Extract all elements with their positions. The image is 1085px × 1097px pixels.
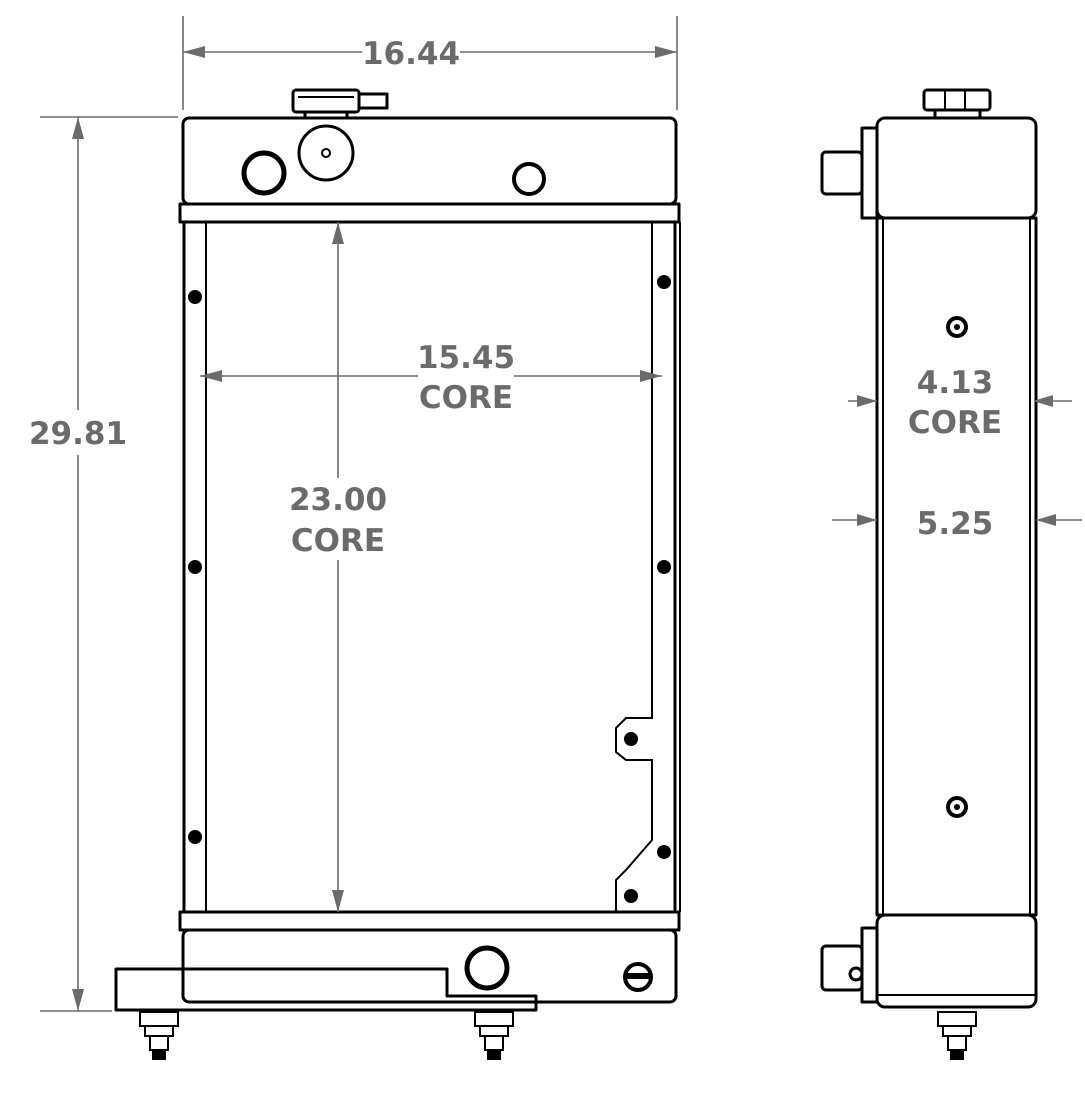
dim-overall-height: 29.81 <box>29 116 178 1012</box>
dim-overall-width: 16.44 <box>182 16 678 110</box>
drain-plug <box>623 962 653 992</box>
side-bolt-upper <box>946 316 968 338</box>
side-mount-isolator <box>937 1011 977 1060</box>
overall-height-value: 29.81 <box>29 416 127 452</box>
side-bolt-lower <box>946 796 968 818</box>
core-height-label: CORE <box>291 523 385 559</box>
side-top-tank <box>875 116 1038 220</box>
mount-isolator-left <box>139 1011 179 1060</box>
core-depth-value: 4.13 <box>917 365 994 401</box>
overall-depth-value: 5.25 <box>917 506 994 542</box>
dim-overall-depth: 5.25 <box>832 506 1082 542</box>
dim-core-depth: 4.13 CORE <box>848 365 1072 441</box>
bottom-header-bar <box>178 910 681 932</box>
side-inlet-hose-neck <box>820 126 879 220</box>
outlet-port <box>464 945 510 991</box>
bottom-tank <box>181 928 678 1004</box>
mount-isolator-right <box>474 1011 514 1060</box>
overall-width-value: 16.44 <box>362 36 460 72</box>
inlet-port <box>241 150 287 196</box>
side-bottom-tank <box>875 913 1038 1009</box>
side-core <box>875 216 1038 917</box>
mounting-bracket <box>114 967 538 1012</box>
side-cap <box>922 88 992 120</box>
top-header-bar <box>178 202 681 224</box>
vent-port <box>512 162 546 196</box>
side-view <box>820 88 1038 1060</box>
dim-core-height: 23.00 CORE <box>289 222 387 912</box>
core-depth-label: CORE <box>908 405 1002 441</box>
core-width-value: 15.45 <box>417 340 515 376</box>
filler-neck-port <box>297 124 355 182</box>
rail-bolts <box>188 275 671 903</box>
side-outlet-hose-neck <box>820 926 879 1004</box>
core-width-label: CORE <box>419 380 513 416</box>
side-rails <box>182 220 681 914</box>
core-height-value: 23.00 <box>289 482 387 518</box>
front-view <box>114 88 681 1060</box>
dim-core-width: 15.45 CORE <box>200 340 662 416</box>
filler-cap <box>291 88 389 120</box>
